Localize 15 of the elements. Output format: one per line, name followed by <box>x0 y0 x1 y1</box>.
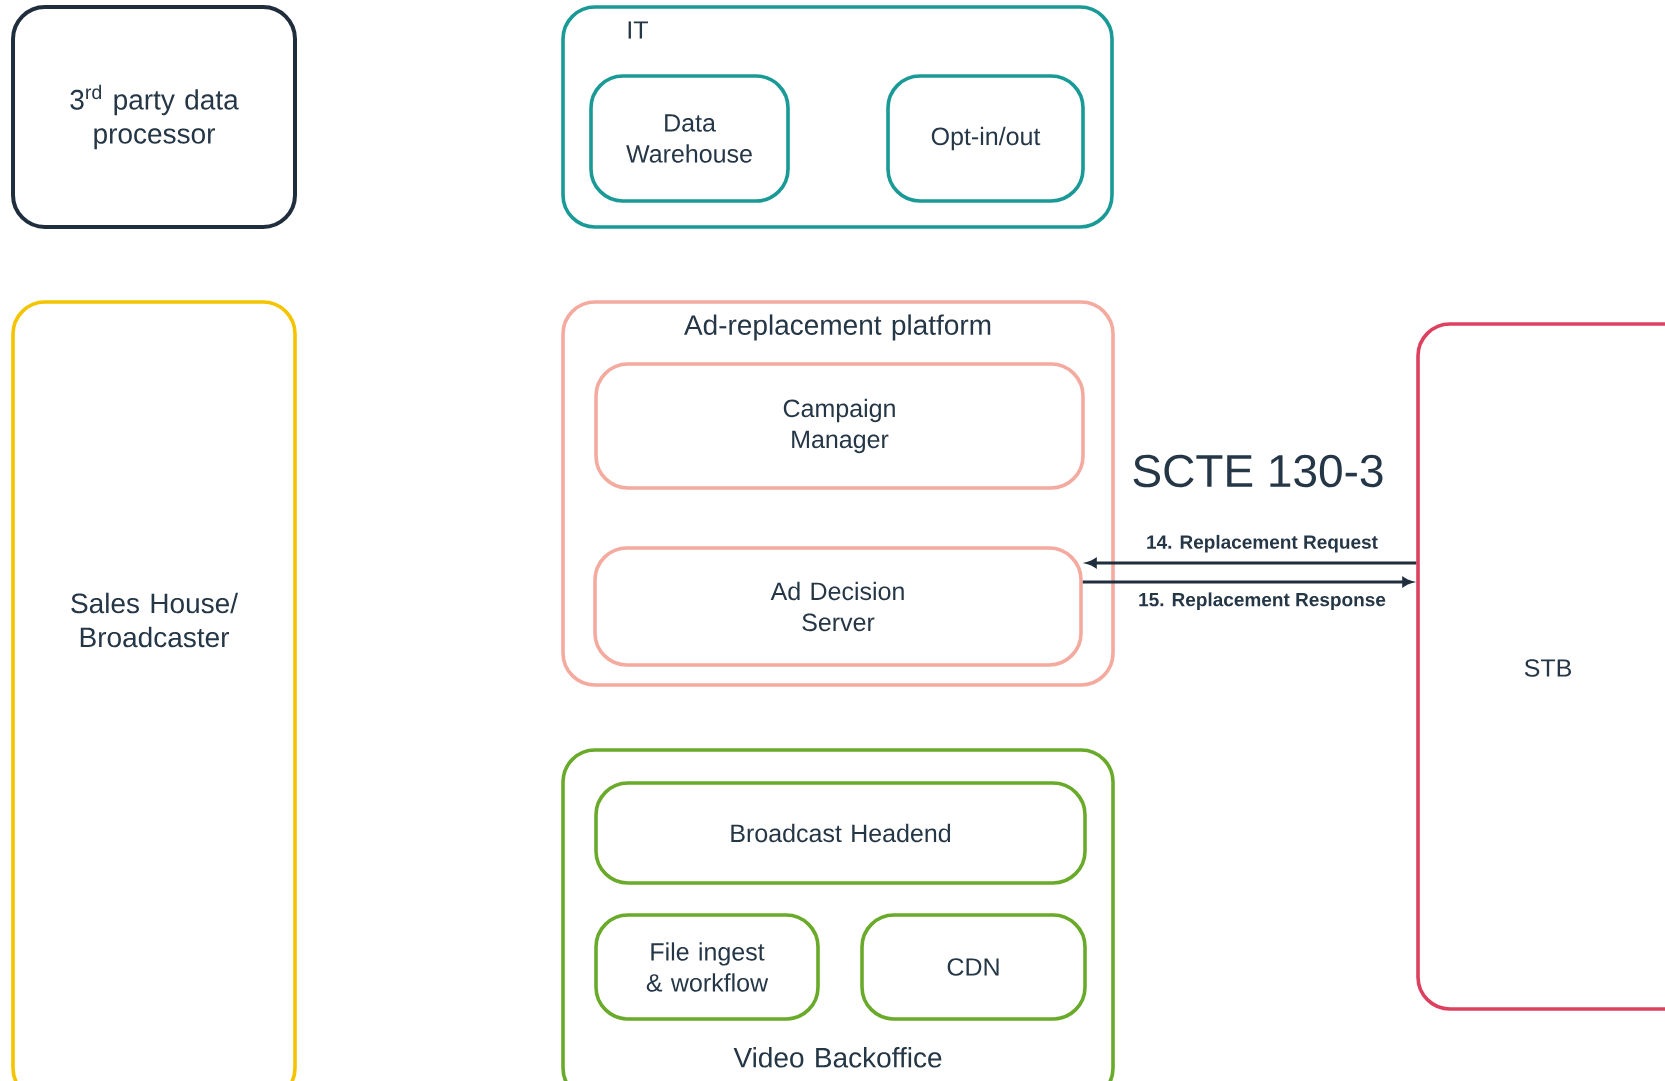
protocol-label: SCTE 130-3 <box>1133 454 1383 488</box>
process-box: Opt-in/out <box>886 74 1085 203</box>
arrow <box>1086 558 1417 568</box>
process-box: Data Warehouse <box>589 74 790 203</box>
process-box: File ingest & workflow <box>594 913 820 1021</box>
process-box: CDN <box>860 913 1087 1021</box>
process-box: Broadcast Headend <box>594 781 1087 885</box>
process-box: Ad Decision Server <box>593 546 1083 667</box>
process-box: STB <box>1416 322 1665 1011</box>
edge-label: 14. Replacement Request <box>1144 532 1380 555</box>
process-box: 3$^{rd}$ party data processor <box>11 5 297 229</box>
edge-label: 15. Replacement Response <box>1136 590 1388 613</box>
process-box: Sales House/ Broadcaster <box>11 300 297 1081</box>
arrow <box>1082 577 1413 587</box>
process-box: Campaign Manager <box>594 362 1085 490</box>
